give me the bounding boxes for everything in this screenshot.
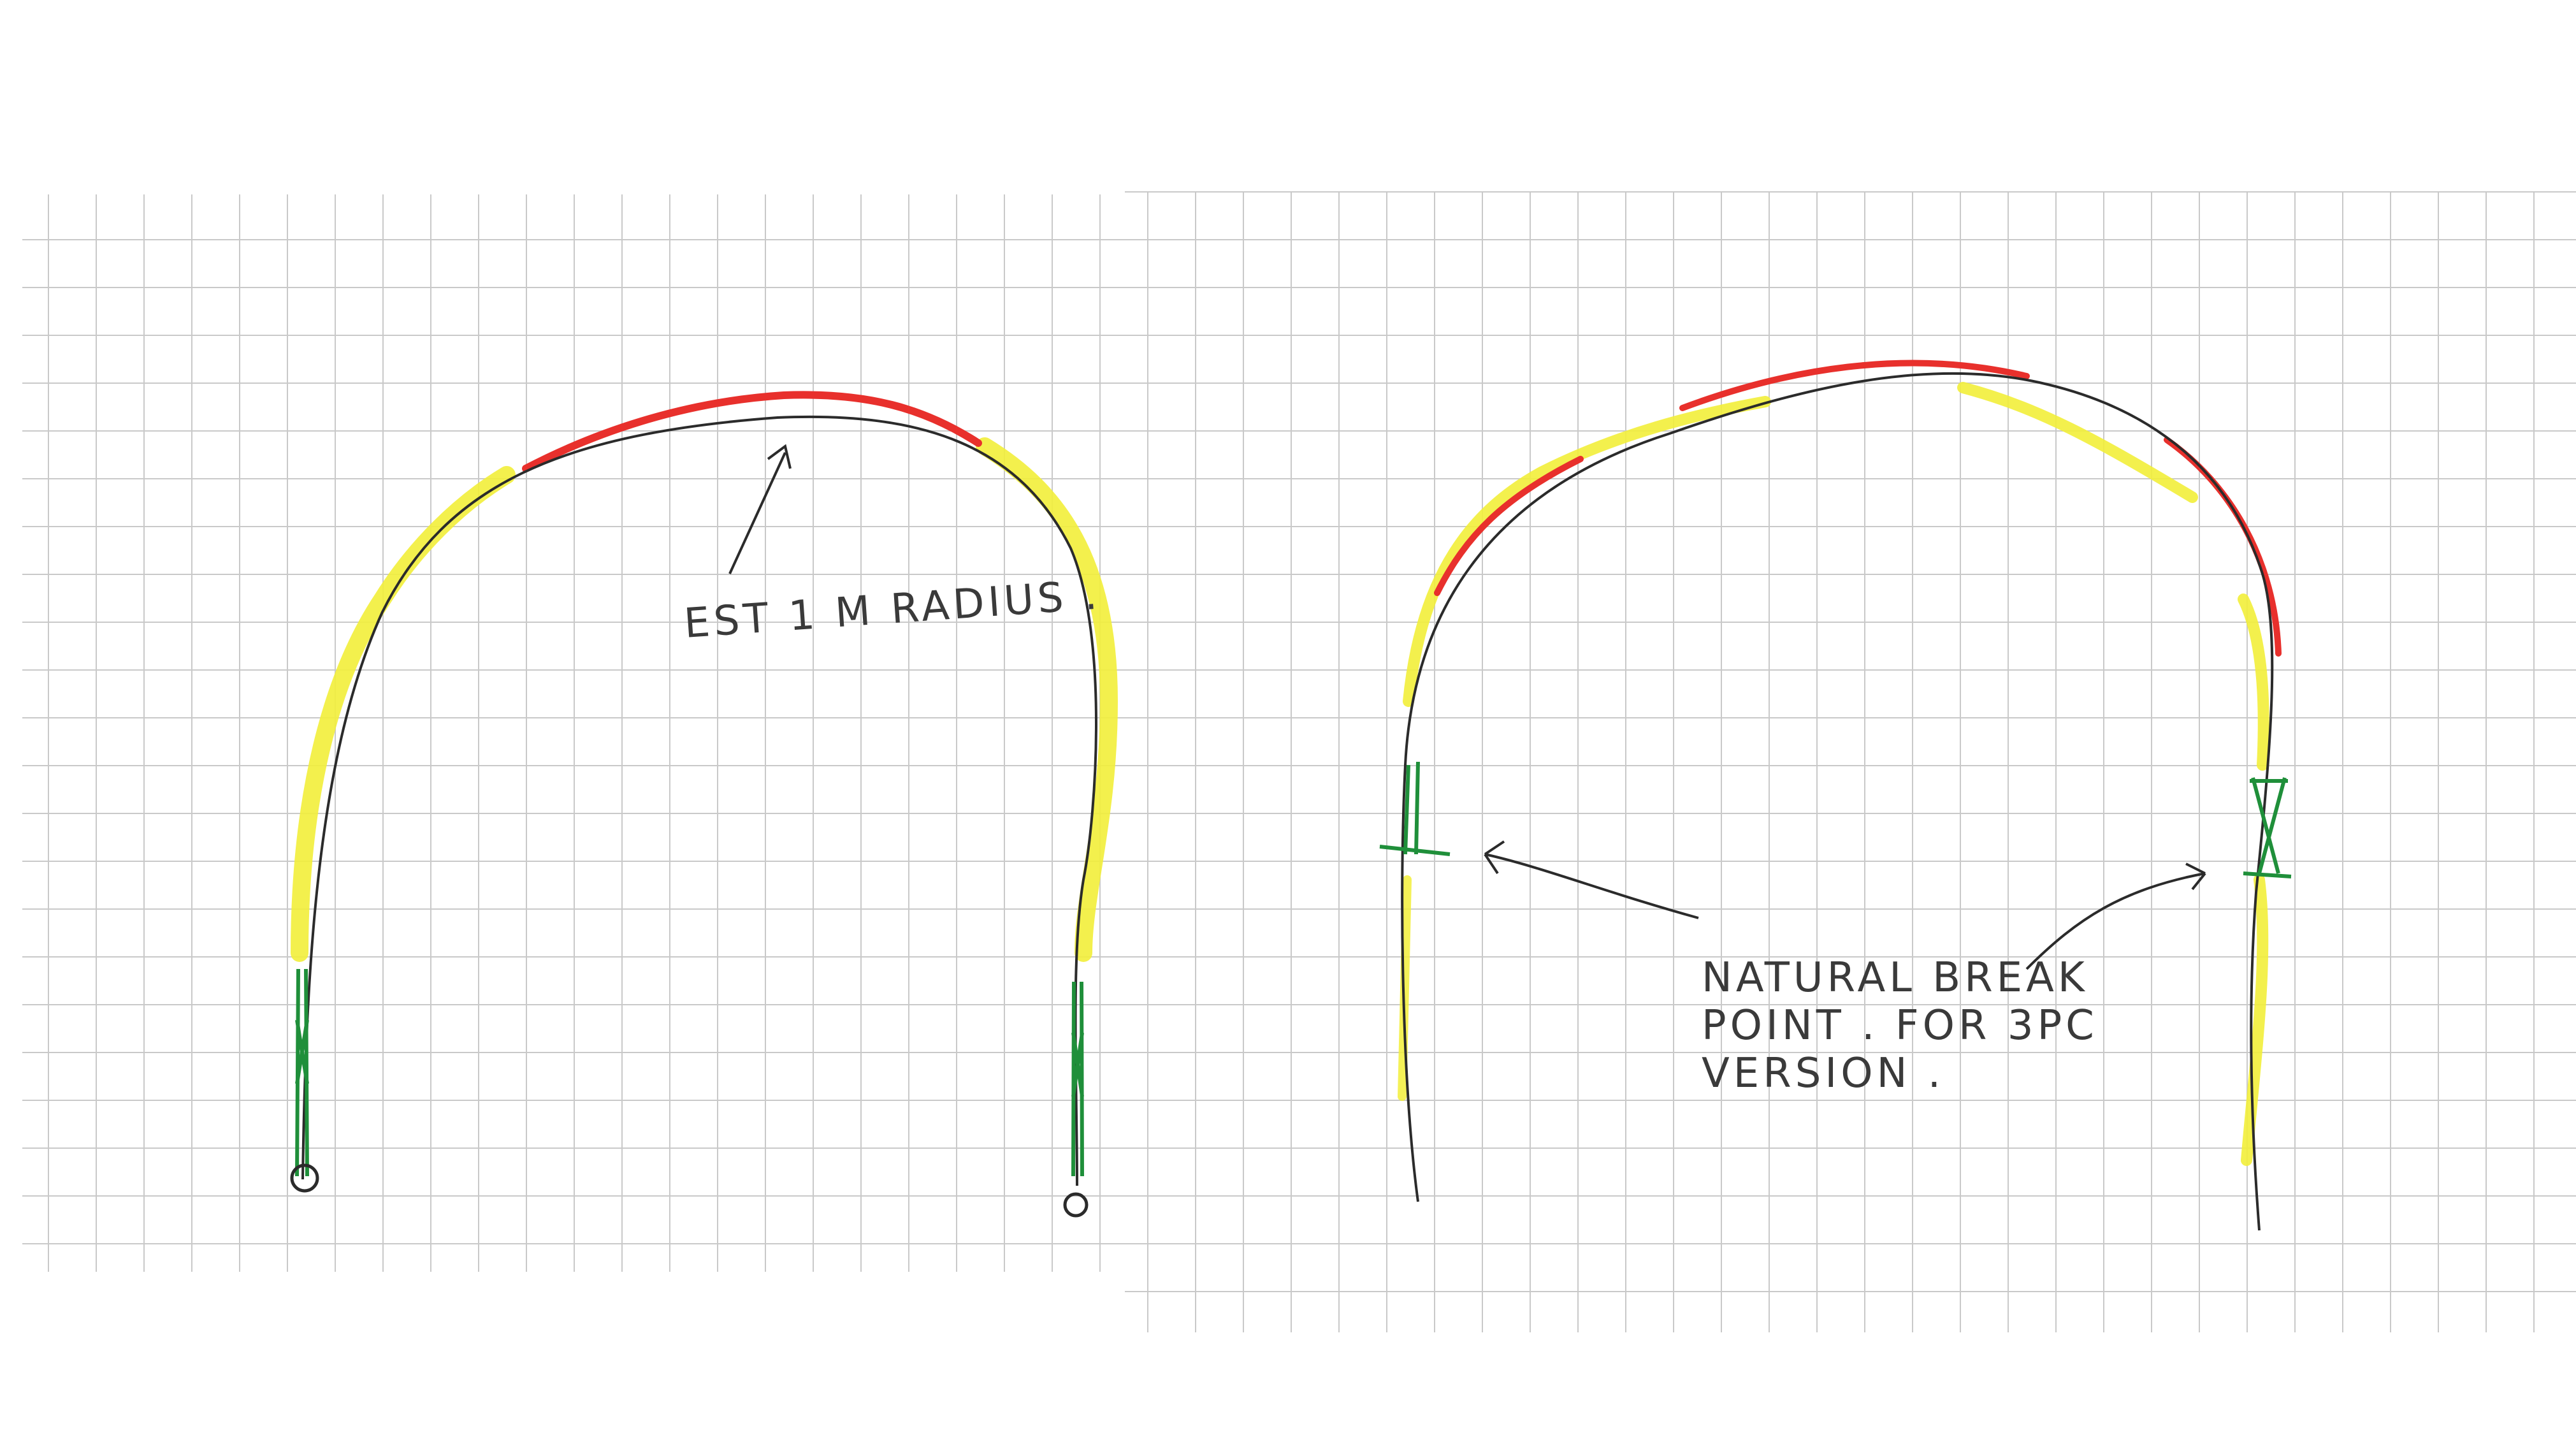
right-arch-annotation-line-3: VERSION .	[1702, 1050, 1944, 1097]
left-arch-green-left	[295, 968, 309, 1177]
left-arch-annotation-arrow	[728, 444, 792, 574]
right-arch-annotation-line-2: POINT . FOR 3PC	[1702, 1002, 2098, 1049]
right-arch-yellow-right	[1957, 382, 2198, 503]
right-arch-yellow-left-lower	[1398, 875, 1412, 1101]
right-arch-red-top	[1679, 360, 2030, 411]
right-arch-arrow-left	[1484, 840, 1699, 919]
right-arch-arrow-right	[2025, 863, 2206, 970]
grid-sheet-right	[1125, 191, 2576, 1332]
right-arch-pencil	[1401, 372, 2274, 1231]
grid-sheet-left	[22, 194, 1131, 1272]
left-arch-base-right-icon	[1063, 1192, 1089, 1218]
right-arch-annotation-line-1: NATURAL BREAK	[1702, 954, 2088, 1002]
left-arch-green-right	[1071, 981, 1084, 1177]
left-arch-pencil	[301, 415, 1097, 1186]
right-arch: NATURAL BREAK POINT . FOR 3PC VERSION .	[1379, 360, 2292, 1231]
left-arch-red-top	[522, 391, 982, 472]
right-arch-yellow-left	[1403, 396, 1771, 707]
right-arch-break-right	[2243, 777, 2292, 878]
right-arch-yellow-right-lower	[2238, 594, 2269, 1166]
right-arch-red-left	[1434, 456, 1584, 596]
right-arch-break-left	[1379, 761, 1451, 856]
left-arch-yellow-left	[291, 466, 516, 962]
left-arch-yellow-right	[976, 437, 1118, 962]
left-arch-base-left-icon	[290, 1163, 319, 1193]
